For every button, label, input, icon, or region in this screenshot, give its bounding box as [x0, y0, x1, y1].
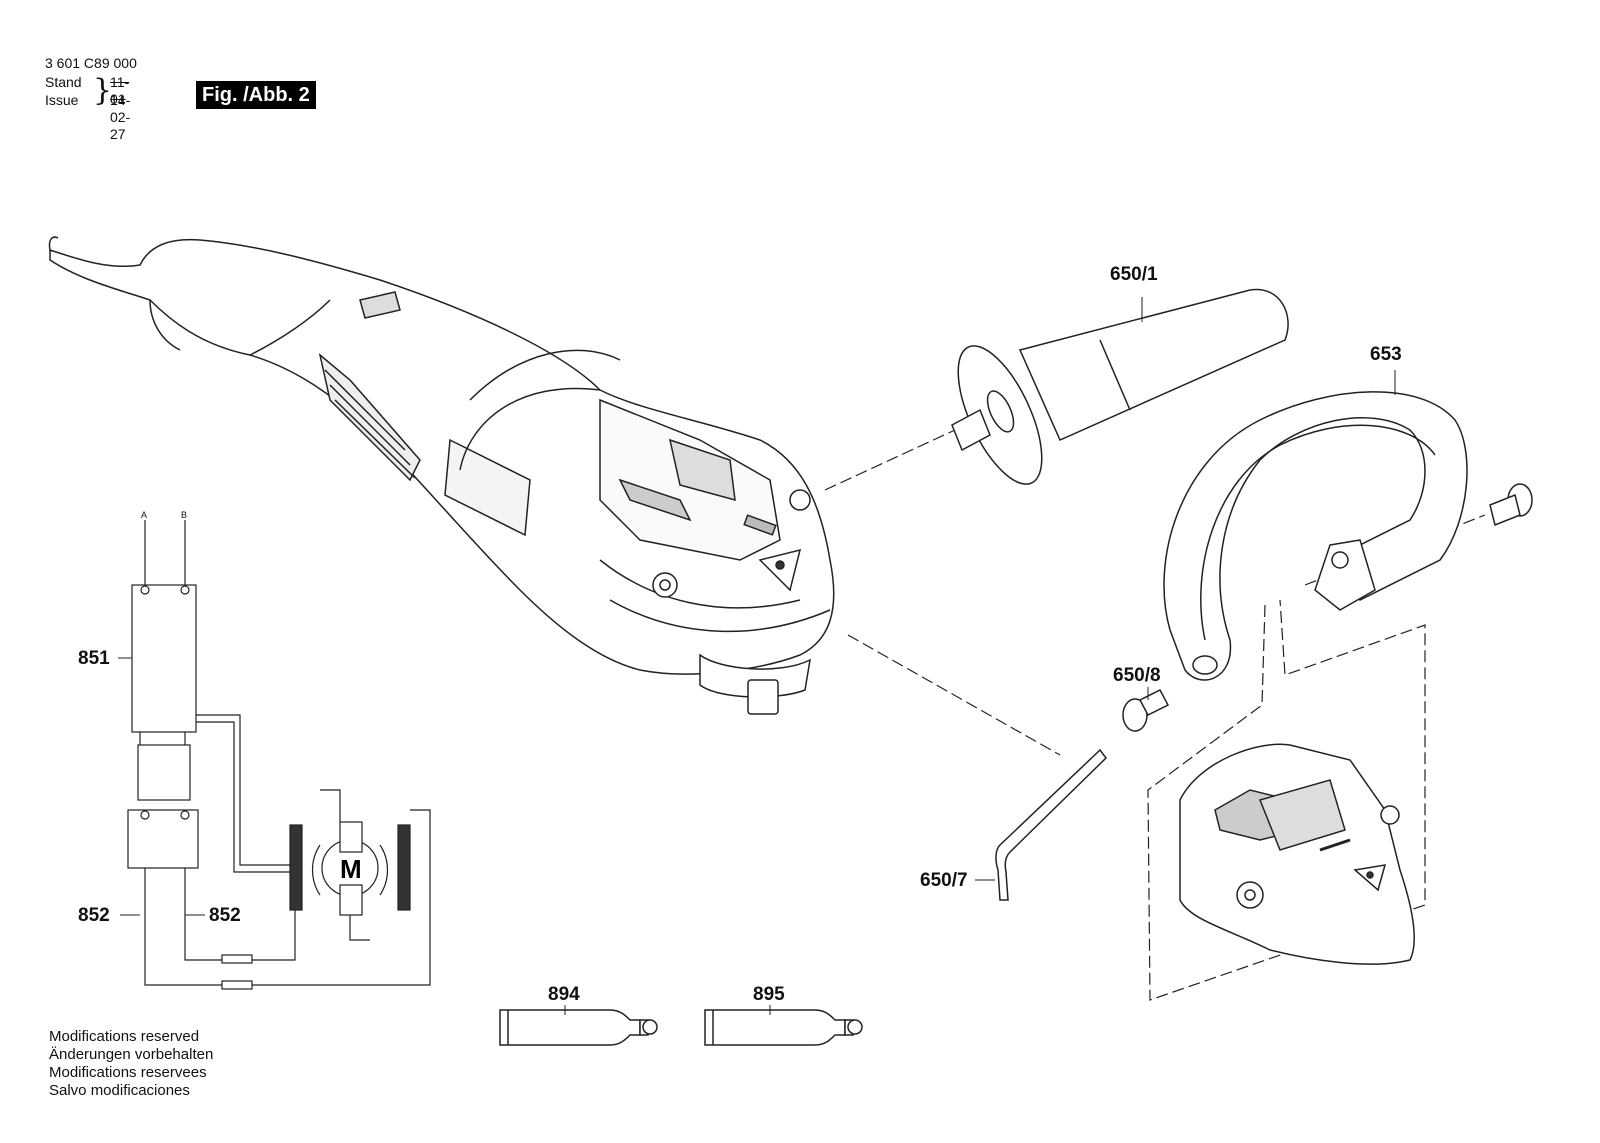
issue-label: Issue [45, 92, 79, 108]
brace-icon: } [93, 73, 113, 108]
note-line: Änderungen vorbehalten [49, 1046, 214, 1063]
document-header: 3 601 C89 000 Stand Issue } 11-01 14-02-… [45, 55, 137, 143]
gear-housing [1179, 743, 1415, 965]
stand-label: Stand [45, 74, 82, 90]
callout-852-right: 852 [209, 905, 241, 926]
hex-key-650-7 [995, 748, 1107, 901]
figure-tag: Fig. /Abb. 2 [196, 81, 316, 109]
note-line: Modifications reserved [49, 1028, 200, 1045]
issue-value: 14-02-27 [110, 92, 131, 142]
side-handle-650-1 [951, 288, 1289, 485]
motor-label: M [340, 854, 362, 884]
screw-650-8 [1122, 689, 1170, 732]
screw-right [1489, 483, 1533, 527]
callout-ticks [118, 297, 1396, 1015]
callout-895: 895 [753, 984, 785, 1005]
callout-650-8: 650/8 [1113, 665, 1161, 686]
grease-tube-895 [704, 1009, 863, 1046]
callout-653: 653 [1370, 344, 1402, 365]
polisher-body [48, 236, 835, 715]
terminal-b-label: B [181, 510, 187, 520]
stand-value: 11-01 [110, 74, 130, 107]
note-line: Salvo modificaciones [49, 1082, 190, 1099]
callout-894: 894 [548, 984, 580, 1005]
callout-650-1: 650/1 [1110, 264, 1158, 285]
wiring-schematic [127, 520, 431, 990]
modification-notes: Modifications reserved Änderungen vorbeh… [49, 1028, 213, 1100]
note-line: Modifications reservees [49, 1064, 207, 1081]
grease-tube-894 [499, 1009, 658, 1046]
revision-group: Stand Issue } 11-01 14-02-27 [45, 73, 137, 143]
switch-851 [131, 584, 197, 733]
terminal-a-label: A [141, 510, 147, 520]
callout-852-left: 852 [78, 905, 110, 926]
protection-bow-653 [1163, 391, 1468, 681]
callout-650-7: 650/7 [920, 870, 968, 891]
part-number: 3 601 C89 000 [45, 55, 137, 71]
callout-851: 851 [78, 648, 110, 669]
